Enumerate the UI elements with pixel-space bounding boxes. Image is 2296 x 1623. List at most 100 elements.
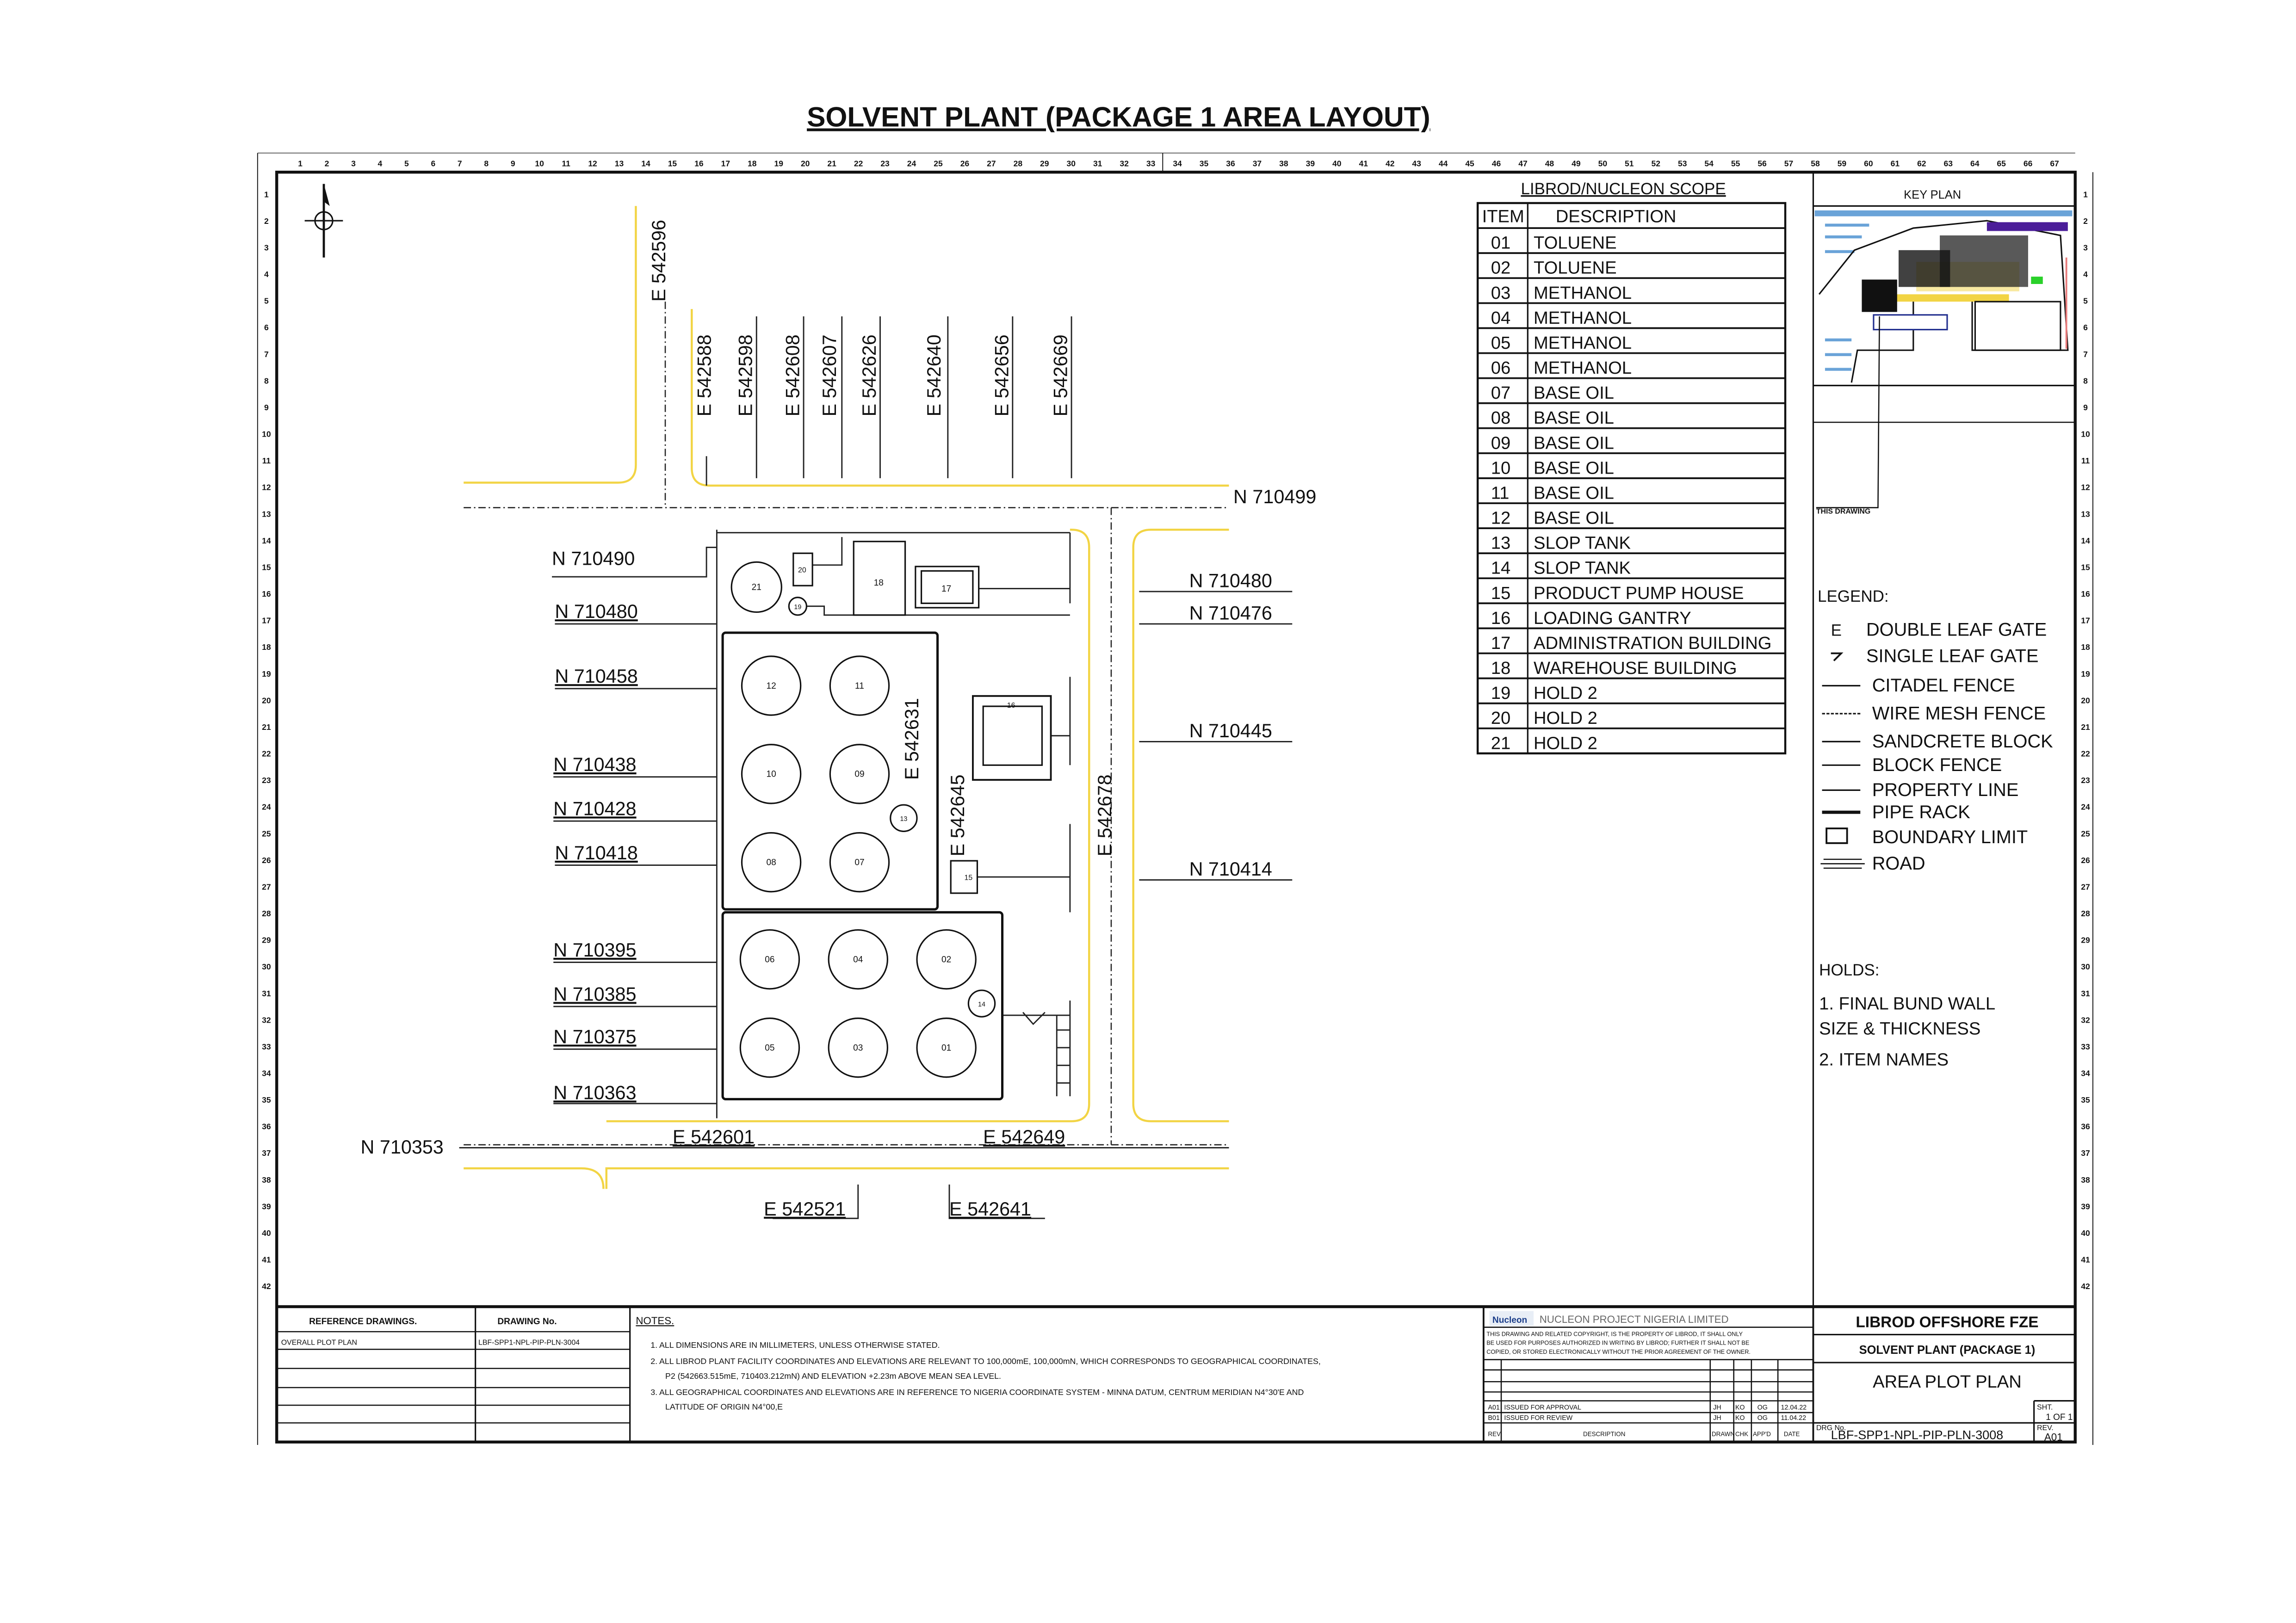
tank-label: 08: [766, 858, 776, 868]
revision-cell: OG: [1758, 1404, 1768, 1412]
consultant-name: NUCLEON PROJECT NIGERIA LIMITED: [1540, 1314, 1729, 1325]
revision-cell: ISSUED FOR APPROVAL: [1504, 1404, 1581, 1412]
ruler-row-number: 26: [262, 856, 271, 865]
pump-house: [950, 860, 978, 894]
nucleon-logo: [1489, 1311, 1534, 1326]
legend-item-label: ROAD: [1872, 853, 1925, 874]
north-coordinate: N 710375: [553, 1026, 636, 1048]
ruler-column-number: 45: [1465, 159, 1474, 168]
revision-cell: KO: [1735, 1404, 1745, 1412]
ruler-row-number: 39: [262, 1202, 271, 1211]
double-leaf-gate-icon: E: [1831, 621, 1842, 639]
ruler-column-number: 5: [404, 159, 409, 168]
ruler-row-number: 30: [262, 962, 271, 971]
north-coordinate: N 710428: [553, 798, 636, 819]
ruler-column-number: 44: [1439, 159, 1448, 168]
ruler-row-number: 13: [2081, 509, 2090, 518]
legend-item-label: WIRE MESH FENCE: [1872, 704, 2046, 724]
ruler-row-number: 11: [262, 456, 271, 465]
ruler-row-number: 25: [2081, 829, 2090, 838]
ruler-row-number: 1: [264, 190, 269, 199]
rev-value: A01: [2044, 1432, 2063, 1443]
notes-title: NOTES.: [636, 1315, 674, 1327]
scope-item-number: 03: [1491, 283, 1510, 303]
tank-label: 05: [765, 1043, 774, 1053]
ruler-column-number: 27: [987, 159, 996, 168]
ruler-row-number: 4: [2083, 270, 2088, 279]
ruler-row-number: 19: [262, 669, 271, 679]
north-coordinate: N 710363: [553, 1082, 636, 1103]
tank-label: 07: [854, 858, 864, 868]
ruler-column-number: 48: [1545, 159, 1554, 168]
ruler-column-number: 10: [535, 159, 544, 168]
scope-header-item: ITEM: [1482, 206, 1524, 226]
legend-title: LEGEND:: [1818, 587, 1889, 605]
scope-item-description: HOLD 2: [1534, 708, 1597, 728]
legend-item-label: DOUBLE LEAF GATE: [1866, 619, 2047, 640]
scope-item-number: 19: [1491, 683, 1510, 703]
north-coordinate: N 710499: [1233, 486, 1316, 507]
east-coordinate: E 542521: [764, 1198, 846, 1220]
dwg-no-label: DRG No.: [1816, 1424, 1846, 1432]
ruler-row-number: 38: [262, 1175, 271, 1185]
tank: [967, 989, 996, 1018]
ruler-row-number: 41: [2081, 1255, 2090, 1265]
ruler-column-number: 32: [1120, 159, 1129, 168]
scope-item-description: HOLD 2: [1534, 683, 1597, 703]
ruler-column-number: 30: [1067, 159, 1076, 168]
project-name: SOLVENT PLANT (PACKAGE 1): [1859, 1344, 2036, 1357]
ruler-row-number: 24: [2081, 802, 2090, 812]
scope-item-description: HOLD 2: [1534, 733, 1597, 753]
scope-item-description: BASE OIL: [1534, 508, 1614, 528]
ruler-column-number: 17: [721, 159, 730, 168]
ruler-row-number: 31: [2081, 989, 2090, 998]
ruler-row-number: 7: [2083, 350, 2088, 359]
scope-item-number: 09: [1491, 433, 1510, 453]
this-drawing-label: THIS DRAWING: [1816, 507, 1870, 515]
ruler-row-number: 40: [2081, 1228, 2090, 1238]
revision-header: APP'D: [1753, 1431, 1771, 1438]
ruler-column-number: 52: [1652, 159, 1661, 168]
ruler-row-number: 42: [2081, 1282, 2090, 1291]
title-block-text: REFERENCE DRAWINGS. DRAWING No. OVERALL …: [281, 1311, 2073, 1443]
scope-item-description: SLOP TANK: [1534, 533, 1631, 553]
ruler-column-number: 39: [1306, 159, 1315, 168]
ruler-row-number: 22: [2081, 749, 2090, 759]
ruler-column-number: 63: [1944, 159, 1953, 168]
ruler-column-number: 47: [1518, 159, 1527, 168]
ruler-row-number: 35: [2081, 1095, 2090, 1105]
ref-drawing-number: LBF-SPP1-NPL-PIP-PLN-3004: [478, 1339, 580, 1347]
ruler-column-number: 15: [668, 159, 677, 168]
ruler-column-number: 46: [1492, 159, 1501, 168]
revision-header: DATE: [1784, 1431, 1800, 1438]
east-coordinate: E 542588: [694, 334, 715, 416]
ruler-row-number: 10: [262, 430, 271, 439]
scope-item-number: 13: [1491, 533, 1510, 553]
ruler-column-number: 51: [1625, 159, 1634, 168]
ruler-row-number: 18: [2081, 642, 2090, 652]
tank-label: 04: [853, 955, 863, 965]
scope-item-number: 20: [1491, 708, 1510, 728]
ruler-row-number: 35: [262, 1095, 271, 1105]
hold-line: 1. FINAL BUND WALL: [1819, 994, 1995, 1013]
ruler-row-number: 29: [262, 936, 271, 945]
ruler-column-number: 56: [1758, 159, 1767, 168]
ruler-column-number: 34: [1173, 159, 1182, 168]
ruler-column-number: 67: [2050, 159, 2059, 168]
ruler-row-number: 20: [262, 696, 271, 705]
ruler-column-number: 65: [1997, 159, 2006, 168]
east-coordinate: E 542607: [819, 334, 840, 416]
legend-item-label: SINGLE LEAF GATE: [1866, 646, 2039, 666]
bund-wall-solvents: [721, 911, 1004, 1100]
ruler-column-number: 29: [1040, 159, 1049, 168]
ruler-column-number: 7: [458, 159, 462, 168]
scope-item-number: 06: [1491, 358, 1510, 378]
scope-item-description: LOADING GANTRY: [1534, 608, 1691, 628]
ruler-column-number: 20: [801, 159, 810, 168]
ruler-column-number: 19: [774, 159, 784, 168]
legend-item-label: BOUNDARY LIMIT: [1872, 827, 2028, 847]
revision-cell: OG: [1758, 1414, 1768, 1422]
ruler-row-number: 24: [262, 802, 271, 812]
north-coordinate: N 710480: [555, 601, 637, 622]
